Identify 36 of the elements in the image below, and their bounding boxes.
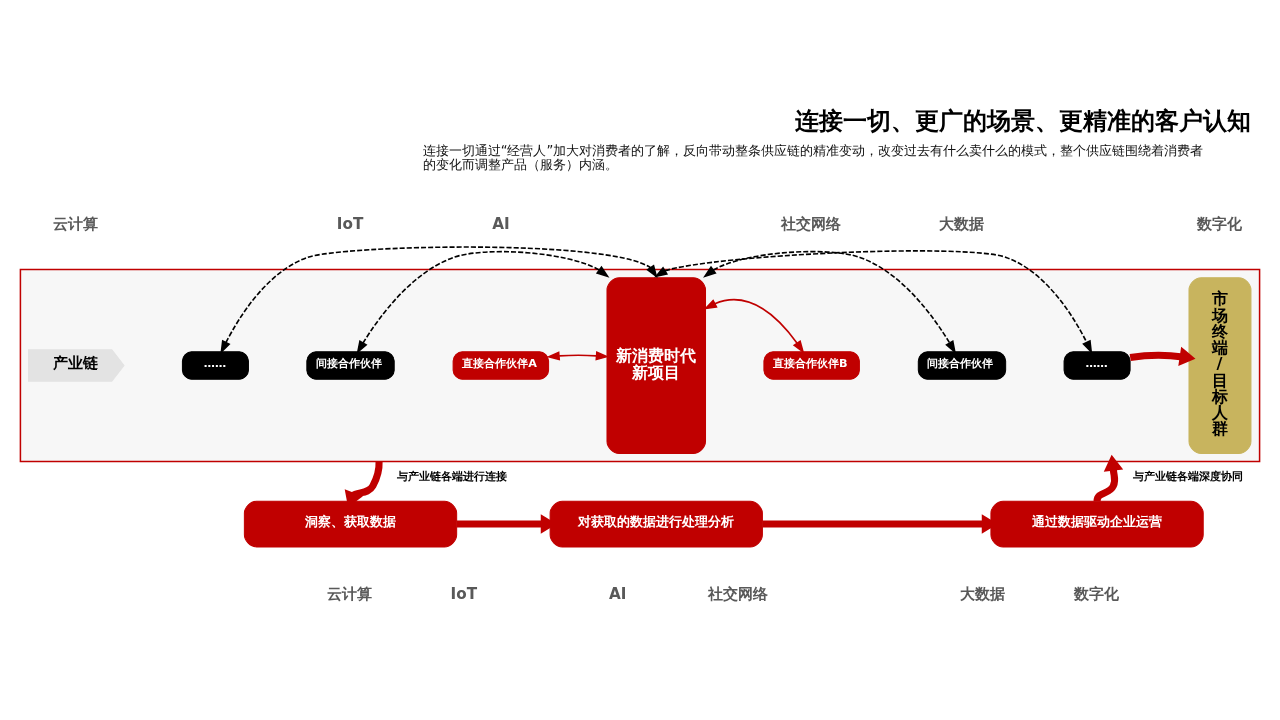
- edge-label: 与产业链各端深度协同: [1133, 469, 1244, 483]
- arrow: [1129, 346, 1196, 366]
- node-box: 洞察、获取数据: [243, 500, 458, 547]
- node-box: 对获取的数据进行处理分析: [549, 500, 763, 547]
- label: IoT: [336, 214, 364, 233]
- node-box: 直接合作伙伴A: [452, 350, 550, 380]
- label: 数字化: [1196, 214, 1242, 233]
- edge-label: 与产业链各端进行连接: [396, 469, 507, 483]
- label: AI: [492, 214, 510, 233]
- arrow: [546, 350, 610, 361]
- arrow: [1093, 454, 1124, 502]
- node-box: 市场终端/目标人群: [1188, 276, 1252, 454]
- label: 大数据: [959, 584, 1005, 603]
- label: 数字化: [1073, 584, 1119, 603]
- label: 连接一切通过“经营人”加大对消费者的了解，反向带动整条供应链的精准变动，改变过去有什么卖什么的模式，整个供应链围绕着消费者的变化而调整产品（服务）内涵。: [422, 142, 1204, 172]
- label: IoT: [450, 584, 478, 603]
- arrow: [654, 249, 1093, 354]
- label: 云计算: [52, 214, 98, 233]
- node-box: ……: [181, 350, 249, 380]
- label: AI: [609, 584, 627, 603]
- node-box: 间接合作伙伴: [306, 350, 395, 380]
- arrow: [703, 250, 957, 354]
- label: 大数据: [938, 214, 984, 233]
- node-box: 通过数据驱动企业运营: [990, 500, 1204, 547]
- arrow: [220, 245, 658, 354]
- label: 云计算: [327, 584, 373, 603]
- diagram-title: 连接一切、更广的场景、更精准的客户认知: [795, 105, 1252, 135]
- label: 社交网络: [707, 584, 768, 603]
- node-box: 新消费时代新项目: [606, 276, 706, 454]
- node-box: 间接合作伙伴: [917, 350, 1007, 380]
- arrow: [356, 250, 610, 354]
- node-box: 直接合作伙伴B: [763, 350, 860, 380]
- node-box: ……: [1063, 350, 1131, 380]
- arrow: [703, 298, 805, 354]
- cluster: [19, 268, 1261, 462]
- label: 社交网络: [780, 214, 841, 233]
